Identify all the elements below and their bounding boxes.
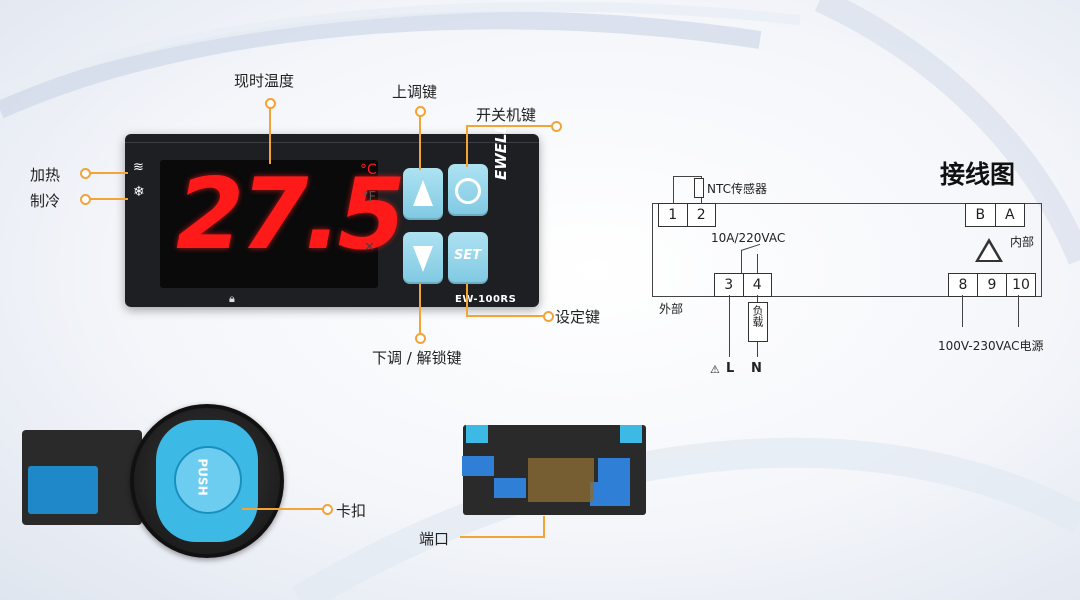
terminal-1: 1: [659, 204, 688, 226]
leader-set-key-h: [466, 315, 546, 317]
port-clip-top-right: [620, 425, 642, 443]
label-clip: 卡扣: [336, 502, 367, 520]
wiring-title: 接线图: [940, 160, 1016, 189]
label-cooling: 制冷: [30, 192, 61, 210]
terminal-2: 2: [696, 207, 706, 223]
terminal-block-power: 8 9 10: [948, 273, 1036, 297]
label-set-key: 设定键: [555, 308, 601, 326]
leader-dot-down-unlock-key: [415, 333, 426, 344]
leader-power-key-v: [466, 125, 468, 167]
load-box: [748, 302, 768, 342]
neutral-label: N: [751, 361, 762, 376]
terminal-8: 8: [949, 274, 978, 296]
lcd-display: [160, 160, 378, 288]
label-down-unlock-key: 下调 / 解锁键: [372, 349, 462, 367]
power-supply-label: 100V-230VAC电源: [938, 339, 1044, 353]
unit-fahrenheit: °F: [362, 190, 376, 205]
model-number: EW-100RS: [455, 294, 517, 305]
wire-terminal-8: [962, 295, 963, 327]
ntc-sensor-label: NTC传感器: [707, 182, 767, 196]
leader-port-h: [460, 536, 544, 538]
power-icon: [455, 178, 481, 204]
label-power-key: 开关机键: [476, 106, 537, 124]
wire-terminal-10: [1018, 295, 1019, 327]
load-label: 负载: [751, 305, 764, 327]
leader-set-key-v: [466, 284, 468, 316]
leader-power-key-h: [466, 125, 554, 127]
terminal-10: 10: [1012, 277, 1030, 293]
warning-icon: ⚠: [710, 363, 720, 376]
ntc-wire-left: [673, 176, 674, 204]
leader-dot-power-key: [551, 121, 562, 132]
ntc-wire-top: [673, 176, 702, 177]
leader-dot-up-key: [415, 106, 426, 117]
terminal-block-b-a: B A: [965, 203, 1025, 227]
up-arrow-icon: [413, 180, 433, 206]
set-button-label: SET: [454, 248, 482, 263]
device-frame-line: [125, 142, 539, 143]
down-arrow-icon: [413, 246, 433, 272]
label-heating: 加热: [30, 166, 61, 184]
label-port: 端口: [419, 530, 450, 548]
unit-celsius: °C: [360, 162, 377, 178]
terminal-a: A: [1004, 207, 1015, 223]
wire-terminal-3: [729, 295, 730, 357]
relay-wire-right: [757, 254, 758, 274]
hazard-icon-inner: [979, 243, 999, 260]
leader-dot-current-temp: [265, 98, 276, 109]
terminal-4: 4: [752, 277, 762, 293]
temperature-readout: 27.5: [176, 158, 406, 272]
relay-rating-label: 10A/220VAC: [711, 231, 786, 245]
ntc-sensor-icon: [694, 178, 704, 198]
wrench-icon: ✕: [364, 240, 375, 255]
lock-icon: 🔒︎: [229, 292, 235, 305]
leader-clip: [242, 508, 324, 510]
wiring-internal-box: [652, 203, 1042, 297]
leader-dot-heating: [80, 168, 91, 179]
label-up-key: 上调键: [392, 83, 438, 101]
leader-dot-set-key: [543, 311, 554, 322]
terminal-9: 9: [978, 274, 1007, 296]
leader-heating: [88, 172, 128, 174]
port-clip-top-left: [466, 425, 488, 443]
port-terminal-block-3: [598, 458, 630, 482]
terminal-block-3-4: 3 4: [714, 273, 772, 297]
external-label: 外部: [659, 302, 684, 316]
port-terminal-block-2: [494, 478, 526, 498]
relay-wire-left: [741, 250, 742, 274]
heating-icon: ≋: [133, 160, 144, 175]
port-terminal-block-4: [590, 482, 630, 506]
leader-cooling: [88, 198, 128, 200]
leader-down-unlock-key: [419, 284, 421, 336]
internal-label: 内部: [1010, 235, 1035, 249]
label-current-temp: 现时温度: [234, 72, 295, 90]
leader-up-key: [419, 112, 421, 170]
port-pcb: [528, 458, 594, 502]
live-label: L: [726, 361, 735, 376]
leader-port-v: [543, 516, 545, 538]
terminal-block-1-2: 1 2: [658, 203, 716, 227]
leader-dot-cooling: [80, 194, 91, 205]
terminal-b: B: [966, 204, 996, 226]
push-button: [174, 446, 242, 514]
snowflake-icon: ❄: [133, 184, 145, 200]
set-button[interactable]: [448, 232, 488, 284]
terminal-3: 3: [715, 274, 744, 296]
push-label: PUSH: [195, 458, 210, 496]
leader-current-temp: [269, 102, 271, 164]
clip-zoom-circle: PUSH: [130, 404, 284, 558]
clip-blue-part: [28, 466, 98, 514]
leader-dot-clip: [322, 504, 333, 515]
port-terminal-block-1: [462, 456, 494, 476]
